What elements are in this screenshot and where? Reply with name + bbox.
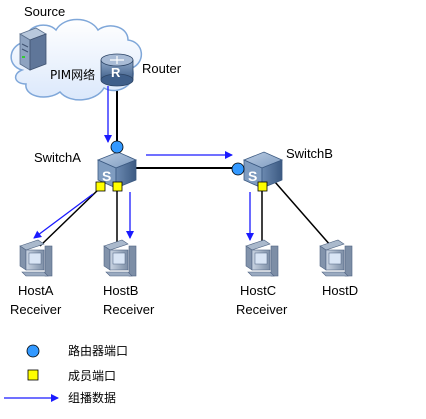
link-switcha-hosta xyxy=(39,187,101,247)
host-c-label: HostC xyxy=(240,283,276,298)
switch-icon: S xyxy=(96,151,138,189)
legend-multicast-label: 组播数据 xyxy=(68,390,116,405)
source-server: Source xyxy=(19,4,65,71)
router-node: R Router xyxy=(100,53,182,87)
switch-b-label: SwitchB xyxy=(286,146,333,161)
router-port-switcha xyxy=(110,140,124,154)
switch-icon: S xyxy=(242,151,284,189)
router-port-switchb xyxy=(231,162,245,176)
multicast-arrow-switcha-hosta xyxy=(33,193,94,239)
host-c-node: HostC Receiver xyxy=(236,239,288,317)
member-port-switchb-1 xyxy=(257,181,268,192)
legend-router-port-label: 路由器端口 xyxy=(68,343,128,358)
host-b-role: Receiver xyxy=(103,302,155,317)
source-label: Source xyxy=(24,4,65,19)
member-port-switcha-1 xyxy=(95,181,106,192)
links xyxy=(39,82,332,247)
host-d-label: HostD xyxy=(322,283,358,298)
legend-router-port-swatch xyxy=(26,344,40,358)
host-b-node: HostB Receiver xyxy=(103,239,155,317)
link-switchb-hostd xyxy=(274,181,332,247)
router-label: Router xyxy=(142,61,182,76)
ports xyxy=(95,140,268,192)
switch-a-node: SwitchA S xyxy=(34,150,138,189)
router-icon: R xyxy=(100,53,134,87)
host-a-label: HostA xyxy=(18,283,54,298)
host-a-role: Receiver xyxy=(10,302,62,317)
pim-network-label: PIM网络 xyxy=(50,67,95,82)
computer-icon xyxy=(319,239,353,277)
host-d-node: HostD xyxy=(319,239,358,298)
legend: 路由器端口 成员端口 组播数据 xyxy=(4,343,128,405)
legend-member-port-label: 成员端口 xyxy=(68,369,116,383)
legend-member-port-swatch xyxy=(27,369,39,381)
svg-text:R: R xyxy=(111,65,121,80)
host-a-node: HostA Receiver xyxy=(10,239,62,317)
server-icon xyxy=(19,27,47,71)
host-c-role: Receiver xyxy=(236,302,288,317)
computer-icon xyxy=(103,239,137,277)
host-b-label: HostB xyxy=(103,283,138,298)
svg-text:S: S xyxy=(102,168,111,184)
switch-a-label: SwitchA xyxy=(34,150,81,165)
computer-icon xyxy=(19,239,53,277)
member-port-switcha-2 xyxy=(112,181,123,192)
computer-icon xyxy=(245,239,279,277)
svg-text:S: S xyxy=(248,168,257,184)
multicast-arrows xyxy=(33,86,254,241)
switch-b-node: SwitchB S xyxy=(242,146,333,189)
